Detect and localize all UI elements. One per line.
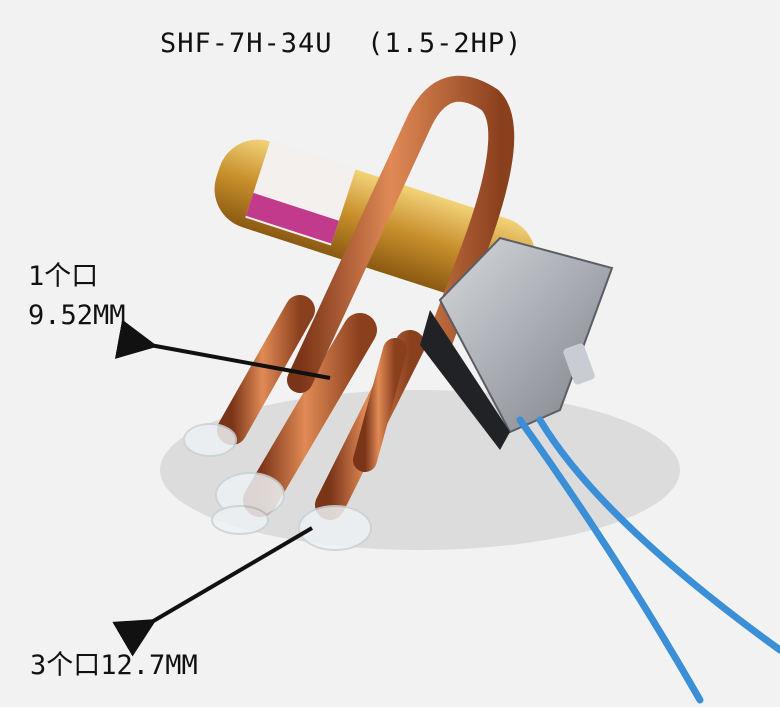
small-port-count: 1个口 <box>28 261 99 292</box>
blue-wires <box>516 416 780 704</box>
small-port-size: 9.52MM <box>28 300 126 331</box>
large-port-label: 3个口12.7MM <box>30 650 198 681</box>
solenoid-coil <box>420 236 614 450</box>
lower-pipes <box>217 295 425 520</box>
arrow-small-port <box>114 319 331 380</box>
model-title: SHF-7H-34U (1.5-2HP) <box>160 28 523 59</box>
pipe-caps <box>183 423 372 551</box>
u-bend-pipe <box>287 75 515 393</box>
arrow-large-port <box>112 526 314 657</box>
